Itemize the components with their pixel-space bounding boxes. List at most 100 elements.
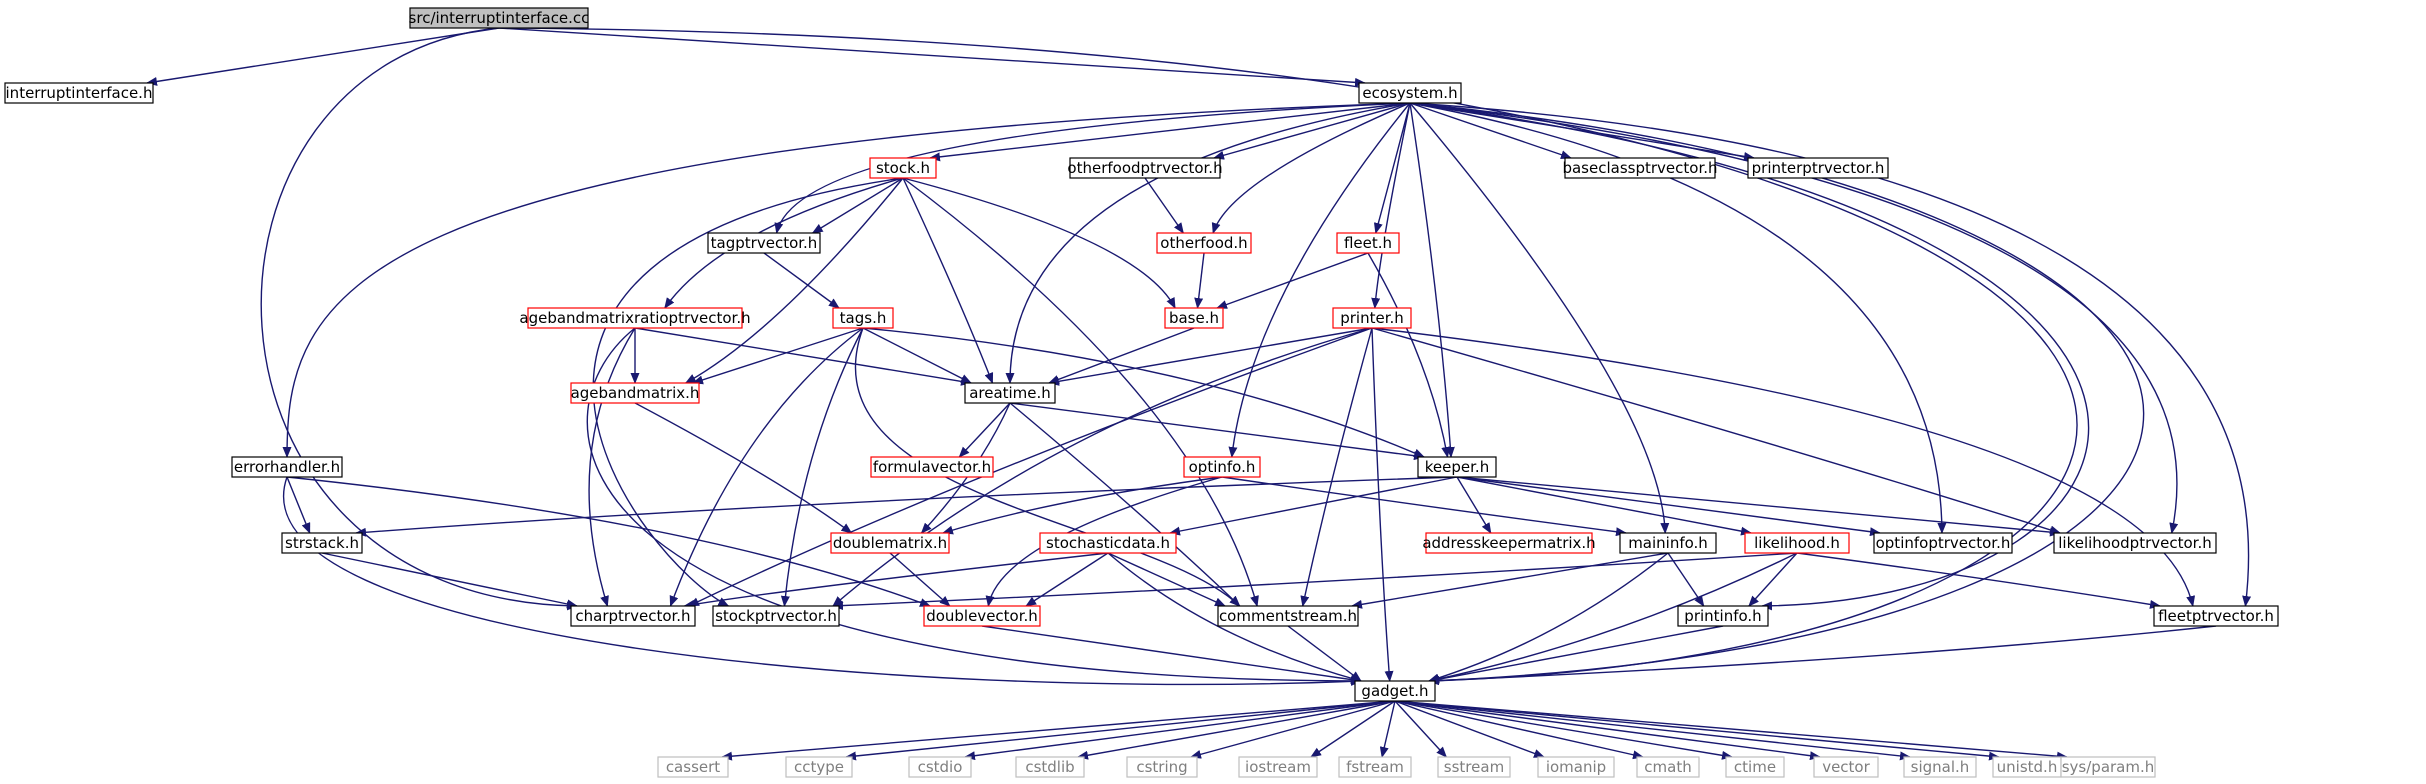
edge-ecosystem_h-to-fleetptrvector_h: [1409, 102, 2252, 607]
edge-printer_h-to-charptrvector_h: [688, 327, 1373, 607]
node-label: printinfo.h: [1684, 607, 1761, 625]
node-formulavector-h[interactable]: formulavector.h: [870, 456, 994, 478]
node-box: [1747, 157, 1889, 179]
node-box: [1039, 532, 1177, 554]
node-baseclassptrvector-h[interactable]: baseclassptrvector.h: [1562, 157, 1718, 179]
node-box: [1636, 756, 1700, 778]
node-box: [1564, 157, 1716, 179]
node-sys-param-h: sys/param.h: [2060, 756, 2156, 778]
node-otherfood-h[interactable]: otherfood.h: [1156, 232, 1252, 254]
edge-tags_h-to-agebandmatrix_h: [692, 327, 864, 385]
edge-base_h-to-areatime_h: [1048, 327, 1195, 384]
edge-strstack_h-to-charptrvector_h: [321, 552, 578, 609]
edge-ecosystem_h-to-printinfo_h: [1409, 102, 2090, 611]
edge-keeper_h-to-likelihood_h: [1456, 476, 1752, 536]
dependency-edges: [146, 27, 2252, 761]
node-label: unistd.h: [1997, 758, 2058, 776]
node-label: printerptrvector.h: [1752, 159, 1885, 177]
node-charptrvector-h[interactable]: charptrvector.h: [570, 605, 696, 627]
node-fleet-h[interactable]: fleet.h: [1336, 232, 1400, 254]
node-box: [1725, 756, 1785, 778]
node-areatime-h[interactable]: areatime.h: [964, 382, 1056, 404]
node-likelihood-h[interactable]: likelihood.h: [1744, 532, 1850, 554]
edge-printinfo_h-to-gadget_h: [1428, 625, 1724, 684]
node-sstream: sstream: [1437, 756, 1511, 778]
node-cstring: cstring: [1126, 756, 1198, 778]
edge-fleet_h-to-keeper_h: [1367, 252, 1451, 458]
node-printerptrvector-h[interactable]: printerptrvector.h: [1747, 157, 1889, 179]
node-commentstream-h[interactable]: commentstream.h: [1217, 605, 1359, 627]
node-doublevector-h[interactable]: doublevector.h: [923, 605, 1041, 627]
node-base-h[interactable]: base.h: [1164, 307, 1224, 329]
edge-gadget_h-to-sys_param_h: [1394, 700, 2068, 761]
edge-keeper_h-to-strstack_h: [355, 476, 1458, 537]
edge-ecosystem_h-to-fleet_h: [1373, 102, 1411, 234]
edge-ecosystem_h-to-optinfo_h: [1228, 102, 1411, 458]
node-label: addresskeepermatrix.h: [1422, 534, 1595, 552]
node-iostream: iostream: [1238, 756, 1318, 778]
edge-gadget_h-to-cstring: [1190, 700, 1396, 759]
node-box: [1425, 532, 1593, 554]
node-cstdio: cstdio: [908, 756, 972, 778]
node-label: signal.h: [1911, 758, 1970, 776]
node-errorhandler-h[interactable]: errorhandler.h: [231, 456, 343, 478]
edge-optinfo_h-to-maininfo_h: [1221, 476, 1627, 537]
node-box: [1437, 756, 1511, 778]
node-box: [923, 605, 1041, 627]
file-nodes: src/interruptinterface.cc interruptinterf…: [4, 7, 2279, 778]
node-optinfo-h[interactable]: optinfo.h: [1183, 456, 1261, 478]
node-printer-h[interactable]: printer.h: [1332, 307, 1412, 329]
edge-stock_h-to-commentstream_h: [902, 177, 1259, 607]
node-label: doublematrix.h: [833, 534, 947, 552]
node-keeper-h[interactable]: keeper.h: [1417, 456, 1497, 478]
node-box: [1354, 680, 1436, 702]
node-label: tags.h: [840, 309, 887, 327]
node-label: sstream: [1444, 758, 1504, 776]
node-box: [1156, 232, 1252, 254]
node-stock-h[interactable]: stock.h: [869, 157, 937, 179]
node-interruptinterface-h[interactable]: interruptinterface.h: [4, 82, 154, 104]
node-agebandmatrixratioptrvector-h[interactable]: agebandmatrixratioptrvector.h: [519, 307, 751, 329]
node-root[interactable]: src/interruptinterface.cc: [409, 7, 590, 29]
node-tags-h[interactable]: tags.h: [832, 307, 894, 329]
node-box: [1338, 756, 1412, 778]
node-label: cstdlib: [1025, 758, 1074, 776]
node-addresskeepermatrix-h[interactable]: addresskeepermatrix.h: [1422, 532, 1596, 554]
node-printinfo-h[interactable]: printinfo.h: [1677, 605, 1769, 627]
node-optinfoptrvector-h[interactable]: optinfoptrvector.h: [1873, 532, 2013, 554]
node-stochasticdata-h[interactable]: stochasticdata.h: [1039, 532, 1177, 554]
node-maininfo-h[interactable]: maininfo.h: [1619, 532, 1717, 554]
node-stockptrvector-h[interactable]: stockptrvector.h: [712, 605, 840, 627]
node-box: [281, 532, 363, 554]
edge-gadget_h-to-iostream: [1310, 700, 1396, 758]
edge-stochasticdata_h-to-commentstream_h: [1107, 552, 1226, 607]
edge-stock_h-to-tagptrvector_h: [811, 177, 904, 234]
edge-agebandmatrixratioptrvector_h-to-gadget_h: [586, 327, 1362, 686]
edge-root-to-ecosystem_h: [498, 27, 1366, 87]
node-box: [570, 382, 700, 404]
edge-stock_h-to-base_h: [902, 177, 1176, 309]
edge-gadget_h-to-sstream: [1394, 700, 1448, 758]
edge-tags_h-to-keeper_h: [862, 327, 1425, 458]
node-label: likelihoodptrvector.h: [2058, 534, 2211, 552]
node-tagptrvector-h[interactable]: tagptrvector.h: [707, 232, 821, 254]
edge-gadget_h-to-cstdlib: [1077, 700, 1396, 760]
edge-ecosystem_h-to-baseclassptrvector_h: [1409, 102, 1572, 160]
edge-agebandmatrixratioptrvector_h-to-charptrvector_h: [588, 327, 636, 607]
node-box: [1164, 307, 1224, 329]
node-otherfoodptrvector-h[interactable]: otherfoodptrvector.h: [1067, 157, 1223, 179]
node-agebandmatrix-h[interactable]: agebandmatrix.h: [570, 382, 700, 404]
node-likelihoodptrvector-h[interactable]: likelihoodptrvector.h: [2053, 532, 2217, 554]
node-strstack-h[interactable]: strstack.h: [281, 532, 363, 554]
node-label: gadget.h: [1361, 682, 1428, 700]
node-label: printer.h: [1340, 309, 1404, 327]
node-fleetptrvector-h[interactable]: fleetptrvector.h: [2153, 605, 2279, 627]
node-label: areatime.h: [969, 384, 1051, 402]
node-doublematrix-h[interactable]: doublematrix.h: [830, 532, 950, 554]
node-box: [1069, 157, 1221, 179]
node-ecosystem-h[interactable]: ecosystem.h: [1358, 82, 1462, 104]
node-gadget-h[interactable]: gadget.h: [1354, 680, 1436, 702]
edge-ecosystem_h-to-tagptrvector_h: [774, 102, 1411, 234]
edge-keeper_h-to-optinfoptrvector_h: [1456, 476, 1881, 537]
node-label: cctype: [794, 758, 844, 776]
